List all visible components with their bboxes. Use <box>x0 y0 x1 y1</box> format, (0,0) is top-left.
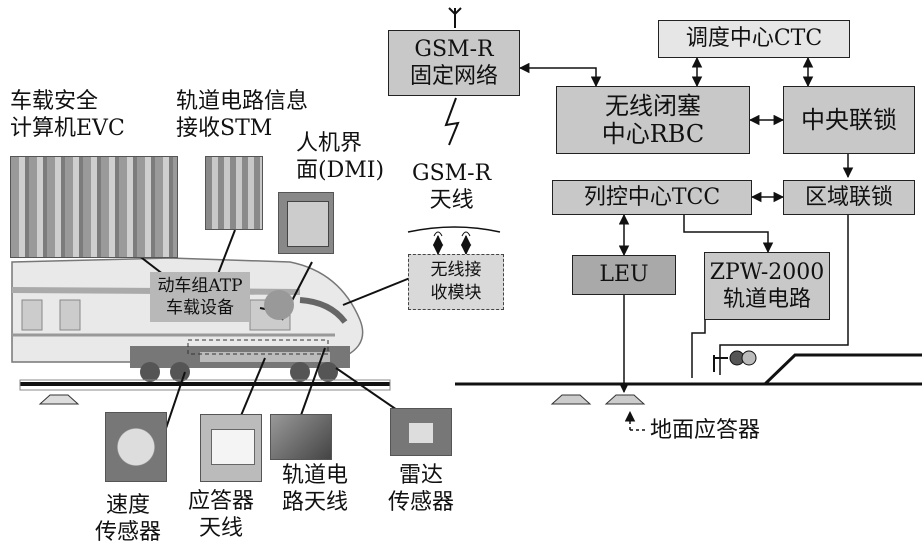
speed-sensor-photo <box>105 412 167 482</box>
radio-wave-icon <box>407 226 501 256</box>
atp-onboard-box: 动车组ATP 车载设备 <box>150 272 250 322</box>
radar-sensor-photo <box>390 408 452 456</box>
dmi-photo <box>278 192 334 254</box>
stm-label: 轨道电路信息接收STM <box>176 89 309 141</box>
gsmr-fixed-network-box: GSM-R 固定网络 <box>388 30 520 96</box>
balise-antenna-photo <box>200 414 262 482</box>
radio-module-box: 无线接 收模块 <box>408 254 504 310</box>
dmi-label: 人机界面(DMI) <box>296 131 385 183</box>
cab-outline <box>187 339 329 355</box>
driver-figure <box>264 290 294 320</box>
zone-interlocking-box: 区域联锁 <box>783 180 915 215</box>
speed-sensor-label: 速度传感器 <box>95 493 162 545</box>
evc-photo <box>10 156 178 258</box>
track-antenna-photo <box>270 414 332 460</box>
evc-label: 车载安全计算机EVC <box>10 89 125 141</box>
left-rail-bed <box>19 379 391 391</box>
ctc-box: 调度中心CTC <box>658 20 850 58</box>
tcc-box: 列控中心TCC <box>552 180 752 215</box>
stm-photo <box>205 156 263 230</box>
antenna-icon <box>448 7 462 28</box>
lightning-icon <box>444 97 460 146</box>
siding-track <box>763 353 922 386</box>
balise-right <box>604 394 646 405</box>
rbc-box: 无线闭塞 中心RBC <box>556 86 750 154</box>
balise-antenna-label: 应答器天线 <box>188 489 255 541</box>
leu-box: LEU <box>572 255 676 295</box>
train-underframe <box>130 346 350 382</box>
radar-sensor-label: 雷达传感器 <box>388 463 455 515</box>
balise-left <box>550 394 592 405</box>
zpw-track-circuit-box: ZPW-2000 轨道电路 <box>704 252 830 320</box>
wayside-links <box>518 56 854 431</box>
track-antenna-label: 轨道电路天线 <box>282 463 349 515</box>
train-balise-marker <box>38 394 80 405</box>
central-interlocking-box: 中央联锁 <box>783 86 915 154</box>
signal-icon <box>713 350 757 372</box>
ground-balise-label: 地面应答器 <box>650 418 761 443</box>
